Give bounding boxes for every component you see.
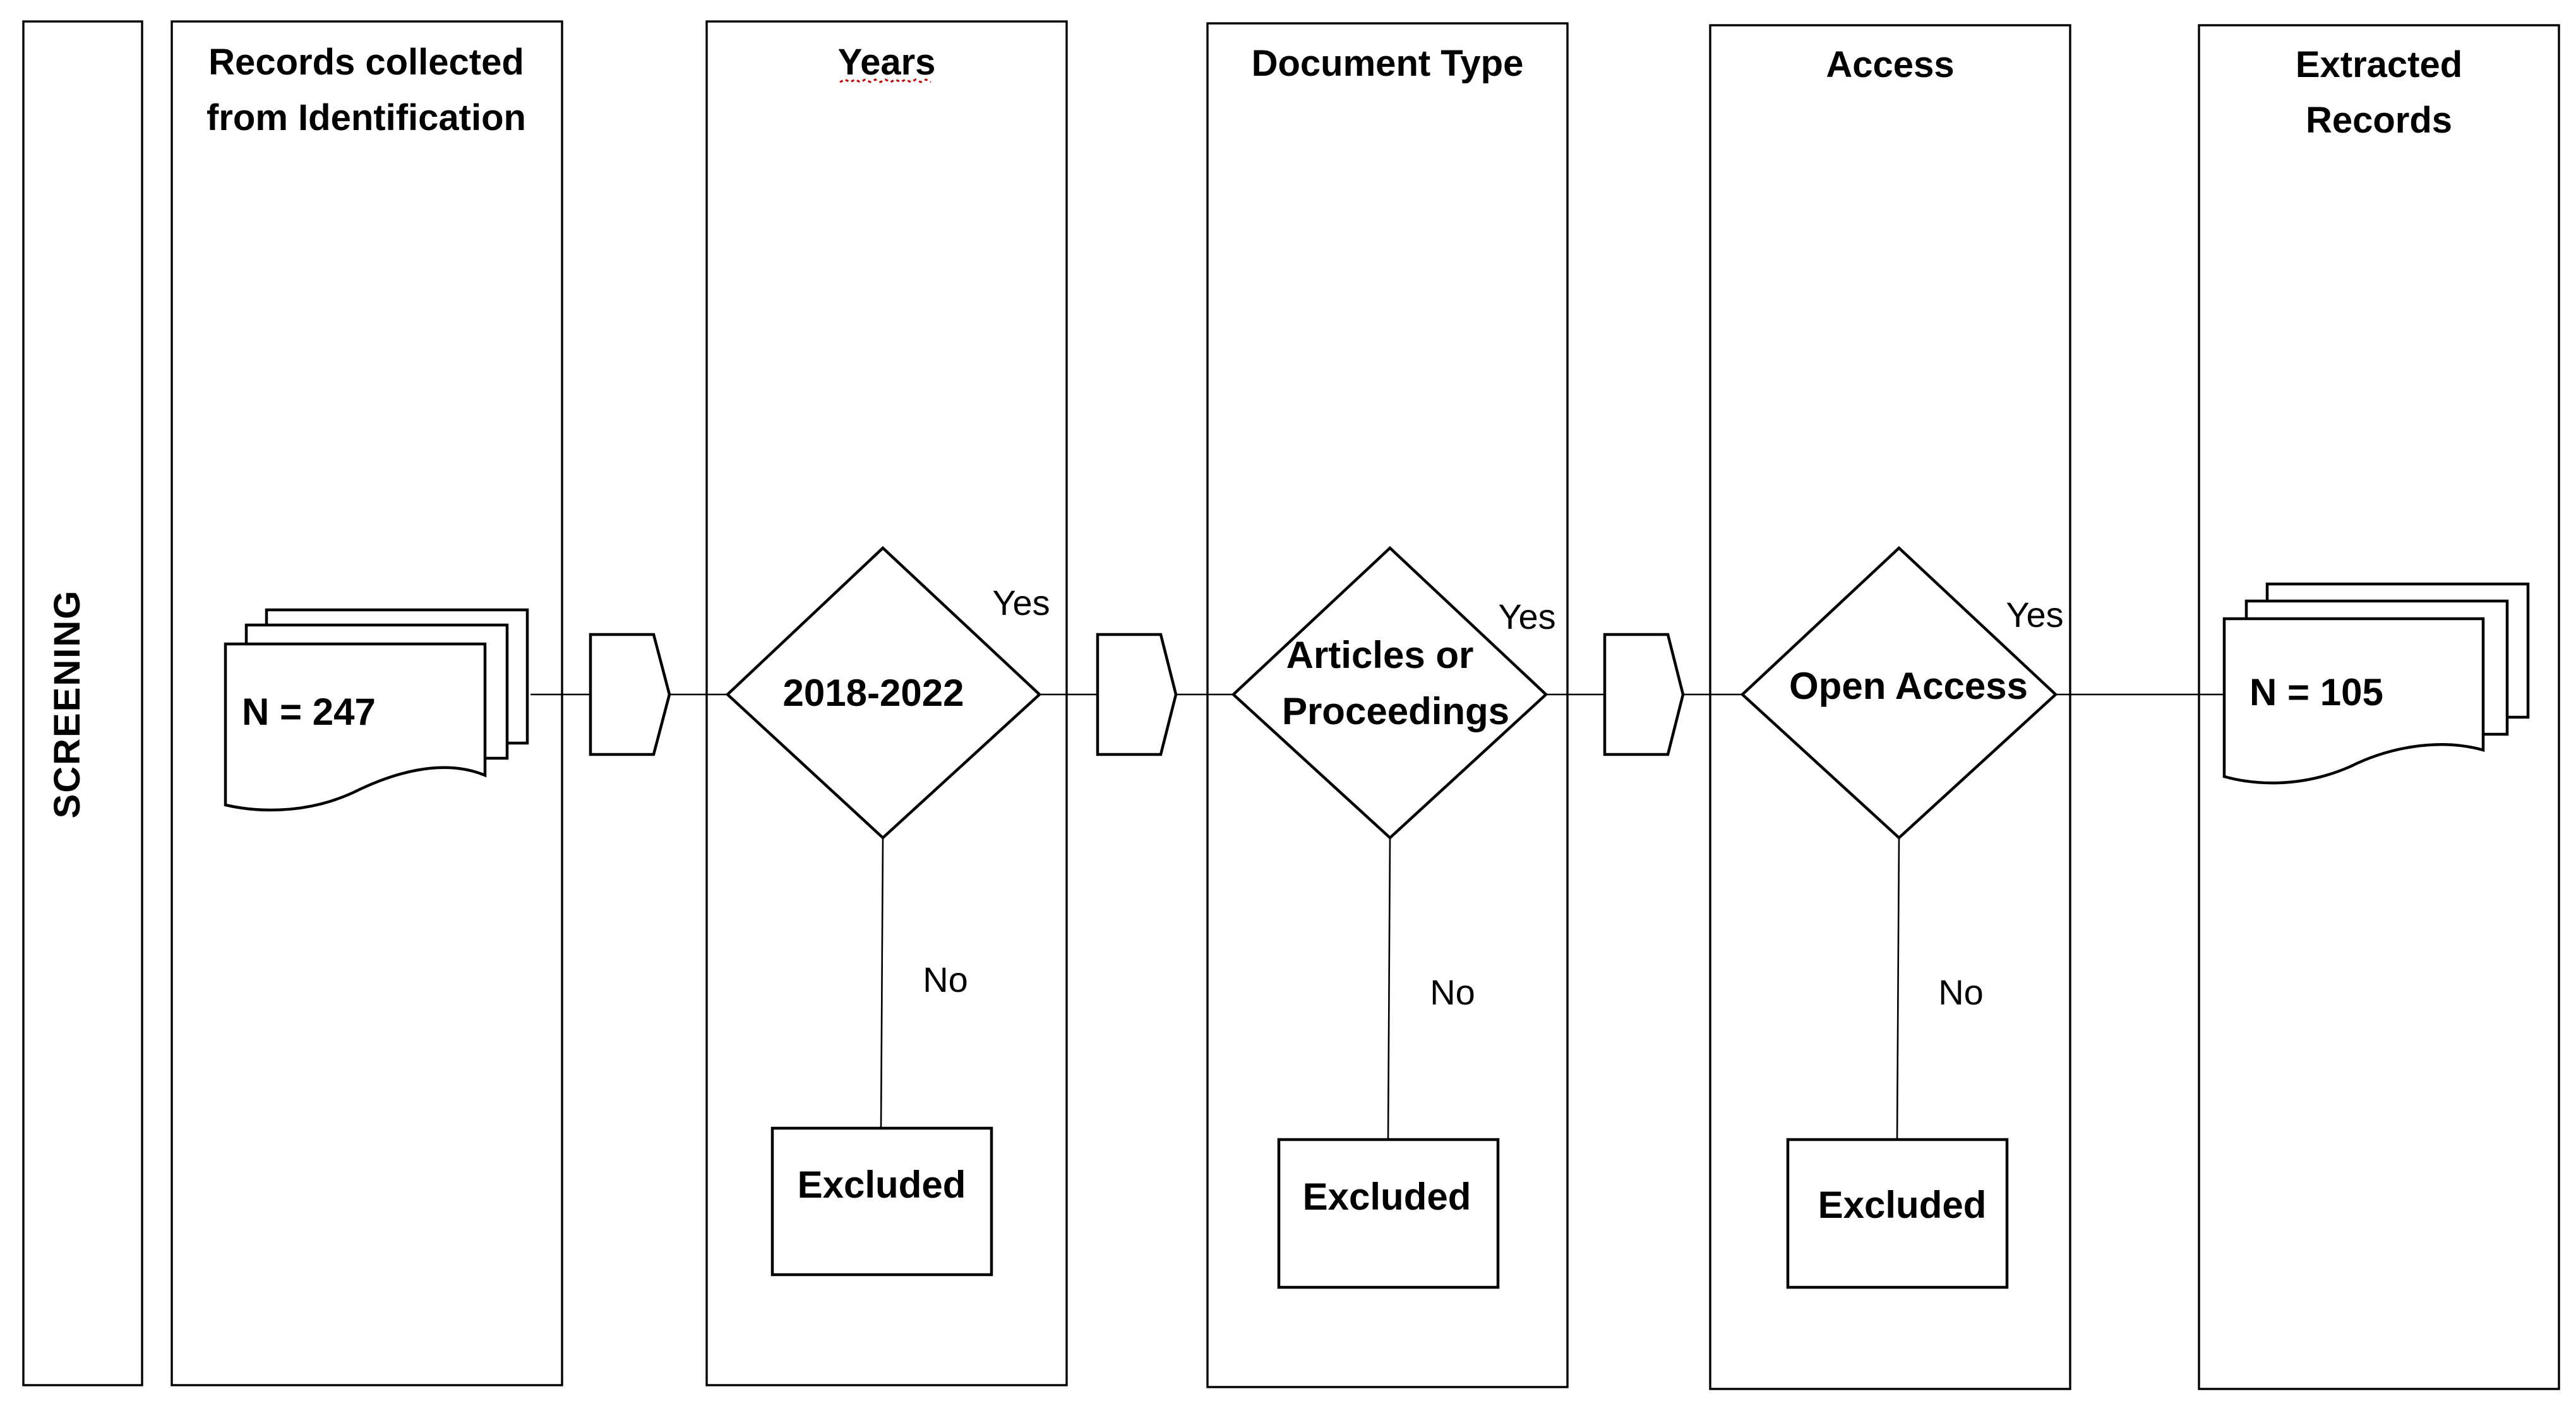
document-type-excluded-box xyxy=(1277,1138,1500,1289)
document-type-no-label: No xyxy=(1430,972,1475,1012)
extracted-header-line1: Extracted xyxy=(2296,44,2462,85)
records-multidocument xyxy=(224,608,529,812)
years-header: Years xyxy=(838,42,936,83)
access-excluded-label: Excluded xyxy=(1818,1184,1987,1226)
identification-header-line1: Records collected xyxy=(208,42,524,83)
extracted-multidocument xyxy=(2222,582,2530,785)
extracted-count: N = 105 xyxy=(2250,671,2383,713)
access-decision-label: Open Access xyxy=(1789,665,2028,707)
access-header: Access xyxy=(1826,44,1954,85)
years-yes-label: Yes xyxy=(992,583,1050,623)
document-type-yes-label: Yes xyxy=(1498,597,1555,636)
identification-count: N = 247 xyxy=(242,691,376,733)
off-page-connector xyxy=(1603,633,1685,756)
document-type-decision-line1: Articles or xyxy=(1286,634,1474,676)
years-decision-label: 2018-2022 xyxy=(783,672,964,714)
years-excluded-box xyxy=(770,1126,993,1277)
years-no-label: No xyxy=(923,960,968,999)
access-no-label: No xyxy=(1938,972,1984,1012)
access-excluded-box xyxy=(1786,1138,2009,1289)
stage-lane xyxy=(22,20,143,1386)
document-type-decision-line2: Proceedings xyxy=(1282,690,1509,732)
access-yes-label: Yes xyxy=(2006,595,2063,634)
connector-line xyxy=(1387,837,1391,1140)
off-page-connector xyxy=(1096,633,1178,756)
identification-header-line2: from Identification xyxy=(207,97,526,138)
years-excluded-label: Excluded xyxy=(798,1164,966,1206)
connector-line xyxy=(880,837,884,1129)
spellcheck-underline xyxy=(839,78,932,83)
document-type-header: Document Type xyxy=(1252,43,1524,84)
off-page-connector xyxy=(589,633,671,756)
stage-label: SCREENING xyxy=(47,590,88,819)
connector-line xyxy=(1896,837,1900,1140)
document-type-excluded-label: Excluded xyxy=(1303,1176,1471,1218)
extracted-header-line2: Records xyxy=(2306,100,2452,141)
